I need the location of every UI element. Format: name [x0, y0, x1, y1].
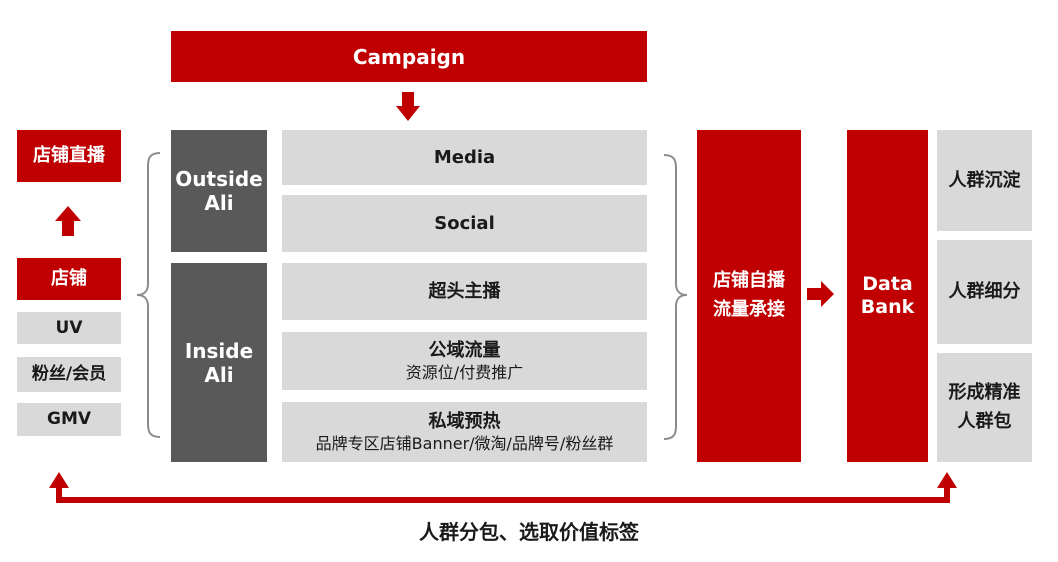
traffic-right-arrow — [807, 281, 834, 307]
inside-label-line1: Inside — [184, 338, 254, 363]
channel-title: Social — [434, 212, 495, 234]
store-label: 店铺 — [51, 268, 87, 290]
right-brace — [663, 154, 688, 440]
channel-subtitle: 资源位/付费推广 — [405, 363, 524, 383]
traffic-line1: 店铺自播 — [713, 270, 785, 292]
left-brace — [136, 152, 161, 438]
metric-fans-box: 粉丝/会员 — [17, 357, 121, 392]
audience-label: 人群细分 — [948, 281, 1021, 303]
metric-label: 粉丝/会员 — [31, 364, 107, 385]
feedback-arrow-left-head — [49, 472, 69, 488]
outside-ali-box: Outside Ali — [171, 130, 267, 252]
databank-line1: Data — [862, 273, 913, 296]
channel-public-traffic-box: 公域流量 资源位/付费推广 — [282, 332, 647, 390]
outside-label-line1: Outside — [175, 167, 263, 191]
audience-settle-box: 人群沉淀 — [937, 130, 1032, 231]
metric-label: UV — [55, 317, 83, 338]
audience-pack-line1: 形成精准 — [948, 381, 1021, 403]
channel-social-box: Social — [282, 195, 647, 252]
inside-label-line2: Ali — [204, 362, 234, 387]
channel-subtitle: 品牌专区店铺Banner/微淘/品牌号/粉丝群 — [315, 434, 614, 454]
audience-segment-box: 人群细分 — [937, 240, 1032, 344]
channel-title: Media — [433, 146, 496, 168]
outside-label-line2: Ali — [204, 191, 234, 215]
feedback-caption: 人群分包、选取价值标签 — [419, 520, 639, 544]
metric-uv-box: UV — [17, 312, 121, 344]
campaign-banner: Campaign — [171, 31, 647, 82]
campaign-down-arrow — [396, 92, 420, 121]
store-box: 店铺 — [17, 258, 121, 300]
audience-pack-line2: 人群包 — [957, 410, 1012, 432]
channel-media-box: Media — [282, 130, 647, 185]
inside-ali-box: Inside Ali — [171, 263, 267, 462]
channel-title: 公域流量 — [428, 339, 501, 361]
store-live-label: 店铺直播 — [33, 145, 105, 167]
audience-label: 人群沉淀 — [948, 169, 1021, 191]
channel-title: 私域预热 — [428, 410, 501, 432]
channel-private-preheat-box: 私域预热 品牌专区店铺Banner/微淘/品牌号/粉丝群 — [282, 402, 647, 462]
traffic-box: 店铺自播 流量承接 — [697, 130, 801, 462]
channel-title: 超头主播 — [428, 280, 501, 302]
channel-top-streamer-box: 超头主播 — [282, 263, 647, 320]
databank-line2: Bank — [860, 296, 915, 318]
traffic-line2: 流量承接 — [713, 299, 785, 320]
feedback-arrow-right-head — [937, 472, 957, 488]
metric-label: GMV — [46, 409, 92, 430]
store-live-box: 店铺直播 — [17, 130, 121, 182]
databank-box: Data Bank — [847, 130, 928, 462]
feedback-loop-line — [56, 486, 950, 503]
metric-gmv-box: GMV — [17, 403, 121, 436]
store-up-arrow — [55, 206, 81, 236]
audience-pack-box: 形成精准 人群包 — [937, 353, 1032, 462]
campaign-label: Campaign — [352, 44, 466, 69]
